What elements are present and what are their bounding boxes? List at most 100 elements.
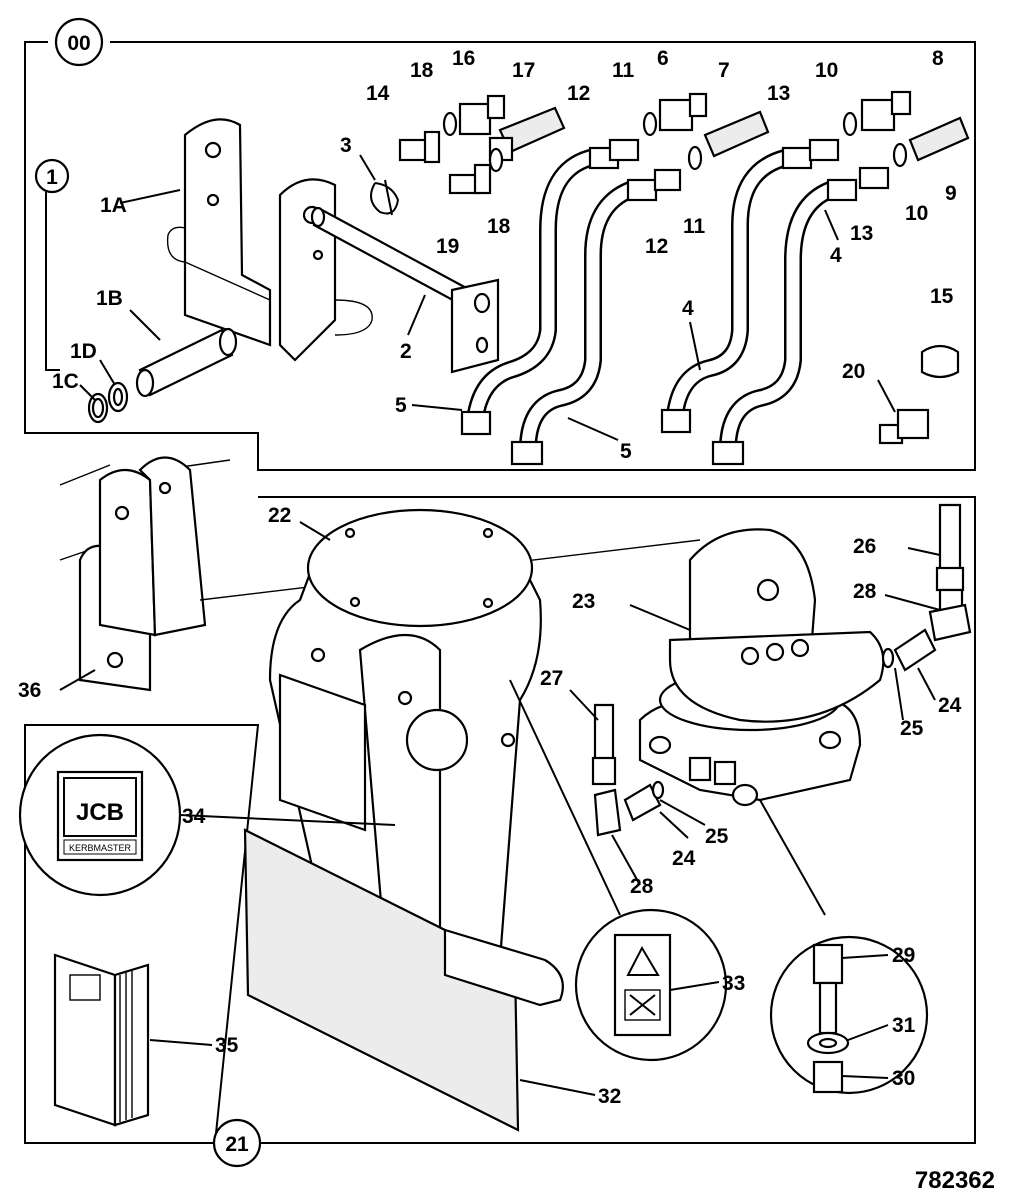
- svg-text:5: 5: [620, 440, 632, 463]
- decal-detail-34: JCB KERBMASTER: [18, 733, 396, 897]
- upper-frame: [24, 41, 976, 471]
- hose-27: [591, 703, 622, 837]
- seal-11b: [687, 145, 703, 171]
- adaptor-12: [608, 138, 640, 162]
- svg-text:21: 21: [225, 1133, 249, 1156]
- svg-text:20: 20: [842, 360, 865, 383]
- adaptor-19: [448, 163, 492, 195]
- svg-text:2: 2: [400, 340, 412, 363]
- svg-text:00: 00: [67, 32, 90, 55]
- svg-text:7: 7: [718, 59, 730, 82]
- section-circle-00: 00: [54, 17, 104, 67]
- svg-text:11: 11: [683, 215, 706, 238]
- coupling-9: [908, 116, 970, 162]
- svg-text:13: 13: [767, 82, 790, 105]
- callout-labels: 1A 1B 1C 1D 2 3 4 4 5 5 6 7 8 9 10 10 11…: [18, 47, 962, 1108]
- pivot-pin-1B: [135, 327, 238, 398]
- seal-18b: [488, 147, 504, 173]
- seal-25: [881, 647, 895, 669]
- operator-manual-35: [53, 953, 150, 1127]
- svg-text:3: 3: [340, 134, 352, 157]
- seal-11: [642, 111, 658, 137]
- svg-text:28: 28: [630, 875, 654, 898]
- svg-text:35: 35: [215, 1034, 239, 1057]
- rotator-23: [638, 528, 885, 807]
- svg-text:26: 26: [853, 535, 876, 558]
- assembly-circle-1: 1: [34, 158, 70, 371]
- wear-plate-32: [243, 673, 564, 1132]
- svg-text:23: 23: [572, 590, 595, 613]
- circlip-1C: [87, 392, 109, 424]
- section-circle-21: 21: [212, 1118, 262, 1168]
- seal-10b: [892, 142, 908, 168]
- svg-text:1C: 1C: [52, 370, 79, 393]
- svg-text:30: 30: [892, 1067, 915, 1090]
- svg-text:10: 10: [815, 59, 838, 82]
- svg-text:8: 8: [932, 47, 944, 70]
- svg-text:4: 4: [682, 297, 694, 320]
- svg-text:36: 36: [18, 679, 41, 702]
- adaptor-13: [808, 138, 840, 162]
- svg-text:KERBMASTER: KERBMASTER: [69, 843, 132, 853]
- svg-text:28: 28: [853, 580, 877, 603]
- hose-26: [928, 503, 972, 642]
- svg-text:24: 24: [938, 694, 962, 717]
- svg-text:18: 18: [487, 215, 511, 238]
- seal-18: [442, 111, 458, 137]
- svg-text:29: 29: [892, 944, 915, 967]
- drawing-number: 782362: [915, 1167, 995, 1194]
- svg-text:31: 31: [892, 1014, 916, 1037]
- coupling-6: [658, 92, 708, 132]
- hose-assembly-1: [460, 146, 620, 436]
- svg-text:17: 17: [512, 59, 535, 82]
- svg-text:25: 25: [900, 717, 924, 740]
- svg-text:9: 9: [945, 182, 957, 205]
- hose-assembly-3: [660, 146, 813, 434]
- adaptor-13b: [858, 166, 890, 190]
- svg-text:5: 5: [395, 394, 407, 417]
- bracket-detail-36: [59, 456, 231, 692]
- svg-text:1: 1: [46, 166, 58, 189]
- hose-assembly-2: [510, 178, 658, 466]
- svg-text:4: 4: [830, 244, 842, 267]
- svg-text:1A: 1A: [100, 194, 127, 217]
- washer-1D: [107, 381, 129, 413]
- svg-text:1B: 1B: [96, 287, 123, 310]
- svg-text:27: 27: [540, 667, 563, 690]
- pin-2: [310, 206, 500, 374]
- svg-text:6: 6: [657, 47, 669, 70]
- seal-10: [842, 111, 858, 137]
- svg-text:1D: 1D: [70, 340, 97, 363]
- adaptor-24b: [623, 783, 662, 822]
- fastener-detail: [759, 799, 929, 1095]
- svg-text:32: 32: [598, 1085, 621, 1108]
- svg-text:15: 15: [930, 285, 954, 308]
- seal-25b: [651, 780, 665, 800]
- warning-decal-detail-33: [509, 679, 728, 1062]
- adaptor-12b: [653, 168, 682, 192]
- svg-text:12: 12: [567, 82, 590, 105]
- svg-text:18: 18: [410, 59, 434, 82]
- svg-text:10: 10: [905, 202, 928, 225]
- svg-text:25: 25: [705, 825, 729, 848]
- svg-text:11: 11: [612, 59, 635, 82]
- hose-assembly-4: [711, 178, 858, 466]
- svg-text:12: 12: [645, 235, 668, 258]
- adaptor-24: [893, 628, 937, 672]
- coupling-8: [860, 90, 912, 132]
- svg-text:JCB: JCB: [76, 799, 124, 826]
- svg-text:33: 33: [722, 972, 745, 995]
- svg-text:14: 14: [366, 82, 390, 105]
- svg-text:13: 13: [850, 222, 873, 245]
- lynch-pin-3: [370, 179, 400, 216]
- cap-15: [920, 344, 960, 379]
- svg-text:22: 22: [268, 504, 291, 527]
- adaptor-14: [398, 130, 441, 164]
- mounting-bracket-1A: [166, 118, 373, 362]
- coupling-16: [458, 94, 506, 136]
- lower-frame: [24, 496, 976, 1144]
- adaptor-20: [878, 408, 930, 445]
- svg-text:34: 34: [182, 805, 206, 828]
- svg-text:19: 19: [436, 235, 459, 258]
